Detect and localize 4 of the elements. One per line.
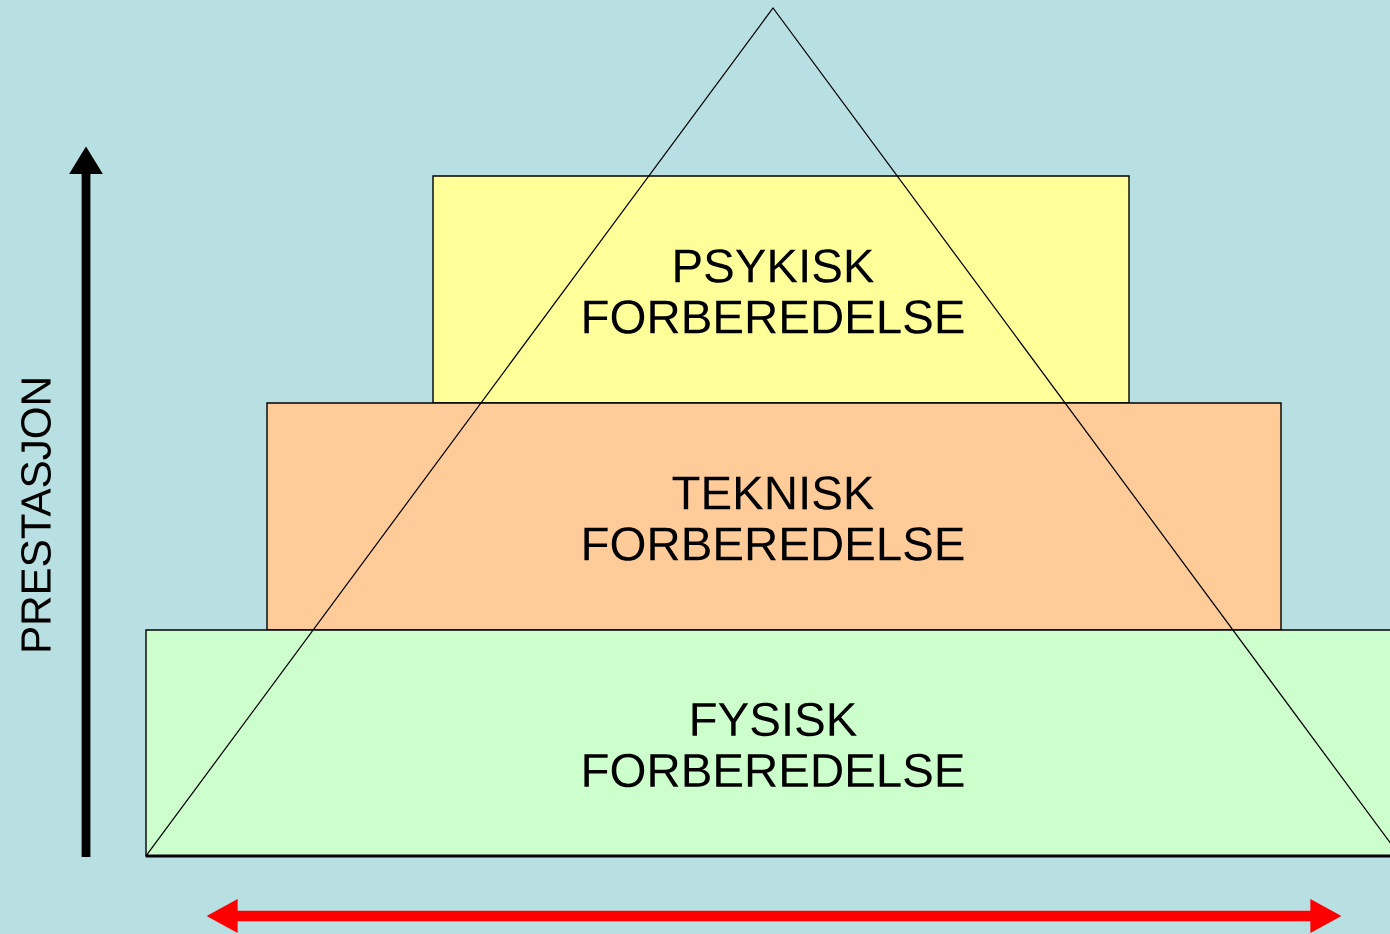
pyramid-level-box: PSYKISK FORBEREDELSE bbox=[432, 175, 1130, 404]
pyramid-level-box: FYSISK FORBEREDELSE bbox=[145, 629, 1390, 857]
axis-label: PRESTASJON bbox=[21, 379, 51, 651]
pyramid-level-box: TEKNISK FORBEREDELSE bbox=[266, 402, 1282, 631]
